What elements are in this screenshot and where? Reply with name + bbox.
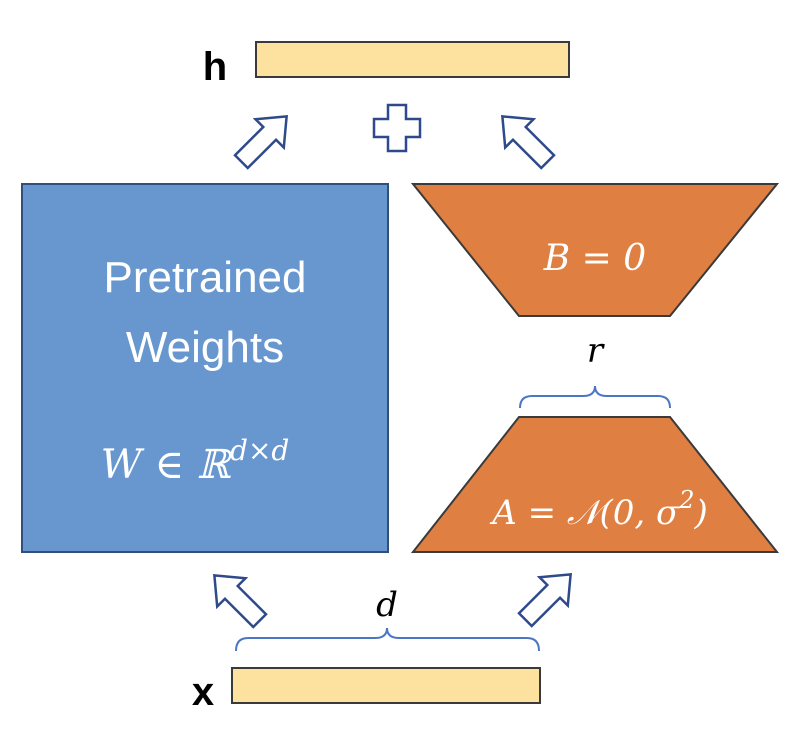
input-label: x	[192, 670, 214, 714]
arrow-up-left-icon	[233, 114, 289, 170]
matrix-a-formula-main: A = 𝒩(0, σ	[489, 493, 680, 533]
matrix-a-formula: A = 𝒩(0, σ2)	[489, 486, 708, 533]
input-vector	[231, 667, 541, 704]
dim-brace	[235, 627, 540, 652]
rank-label: r	[587, 331, 605, 371]
matrix-b-block	[410, 183, 780, 317]
pretrained-title-line1: Pretrained	[103, 253, 306, 302]
matrix-a-block	[410, 416, 780, 553]
arrow-up-into-a-icon	[517, 572, 573, 628]
matrix-a-formula-sup: 2	[678, 486, 694, 514]
output-vector	[255, 41, 570, 78]
plus-icon	[372, 103, 422, 153]
matrix-a-formula-end: )	[693, 493, 707, 533]
arrow-up-right-icon	[500, 114, 556, 170]
rank-brace	[519, 385, 671, 409]
arrow-up-into-pretrained-icon	[212, 573, 268, 629]
pretrained-title-line2: Weights	[126, 323, 284, 372]
matrix-b-formula: B = 0	[543, 238, 646, 279]
pretrained-weights-block	[21, 183, 389, 553]
pretrained-formula-sup: d×d	[230, 434, 289, 467]
output-label: h	[203, 45, 227, 89]
pretrained-formula: W ∈ ℝd×d	[101, 434, 290, 488]
dim-label: d	[376, 585, 398, 625]
pretrained-formula-main: W ∈ ℝ	[101, 442, 233, 488]
